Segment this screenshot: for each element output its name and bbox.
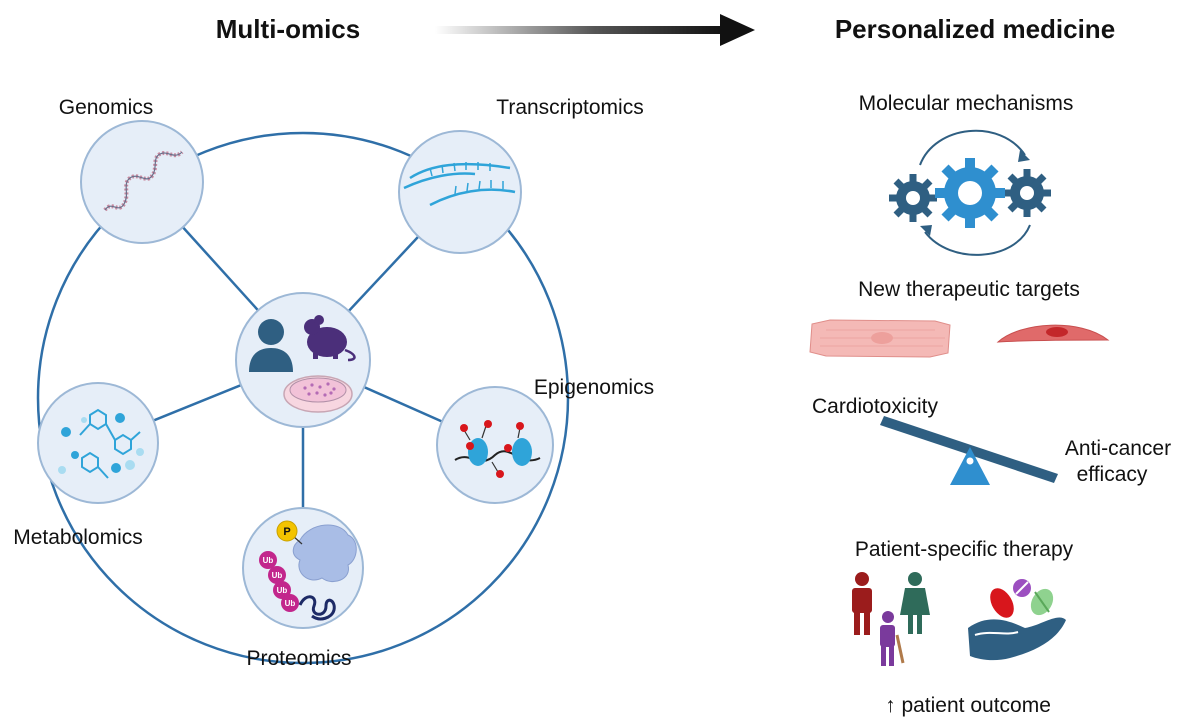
metabolomics-label: Metabolomics (13, 526, 143, 549)
phosphate-icon (276, 520, 298, 542)
capsule-icon (990, 588, 1054, 618)
cardiomyocyte-icon (809, 319, 951, 358)
metabolomics-node (37, 382, 159, 504)
seesaw-icon (880, 416, 1058, 485)
ubiquitin-label: Ub (272, 571, 283, 580)
polypeptide-icon (298, 595, 336, 621)
metabolite-structure-icon (79, 408, 141, 479)
personalized-medicine-heading: Personalized medicine (835, 14, 1115, 44)
omics-network: P Ub Ub Ub Ub (13, 96, 654, 670)
proteomics-label: Proteomics (246, 647, 351, 670)
protein-structure-icon: P Ub Ub Ub Ub (259, 520, 357, 621)
phosphate-label: P (283, 526, 290, 538)
gears-icon (889, 129, 1051, 256)
therapy-label: Patient-specific therapy (855, 538, 1074, 561)
efficacy-label-line2: efficacy (1077, 463, 1148, 486)
proteomics-node: P Ub Ub Ub Ub (242, 507, 364, 629)
targets-label: New therapeutic targets (858, 278, 1080, 301)
ubiquitin-label: Ub (263, 556, 274, 565)
personalized-medicine-panel: Molecular mechanisms (809, 92, 1171, 717)
ubiquitin-chain-icon (259, 551, 299, 612)
epigenomics-label: Epigenomics (534, 376, 654, 399)
efficacy-label-line1: Anti-cancer (1065, 437, 1171, 460)
petri-dish-icon (283, 375, 353, 413)
outcome-label: ↑ patient outcome (885, 694, 1051, 717)
ubiquitin-label: Ub (277, 586, 288, 595)
transcriptomics-label: Transcriptomics (496, 96, 643, 119)
ubiquitin-label: Ub (285, 599, 296, 608)
epigenomics-node (436, 386, 554, 504)
fibroblast-icon (996, 324, 1110, 343)
genomics-label: Genomics (59, 96, 154, 119)
rna-strand-icon (403, 162, 516, 207)
patients-icon (852, 572, 930, 666)
transcriptomics-node (398, 130, 522, 254)
genomics-node (80, 120, 204, 244)
center-model-node (235, 292, 371, 428)
multi-omics-heading: Multi-omics (216, 14, 360, 44)
mouse-icon (304, 315, 356, 362)
direction-arrow (435, 14, 755, 46)
mechanisms-label: Molecular mechanisms (859, 92, 1074, 115)
medication-hand-icon (968, 579, 1066, 661)
nucleosome-icon (454, 420, 541, 478)
person-icon (249, 319, 293, 372)
outer-ring (36, 131, 570, 665)
cardiotoxicity-label: Cardiotoxicity (812, 395, 939, 418)
